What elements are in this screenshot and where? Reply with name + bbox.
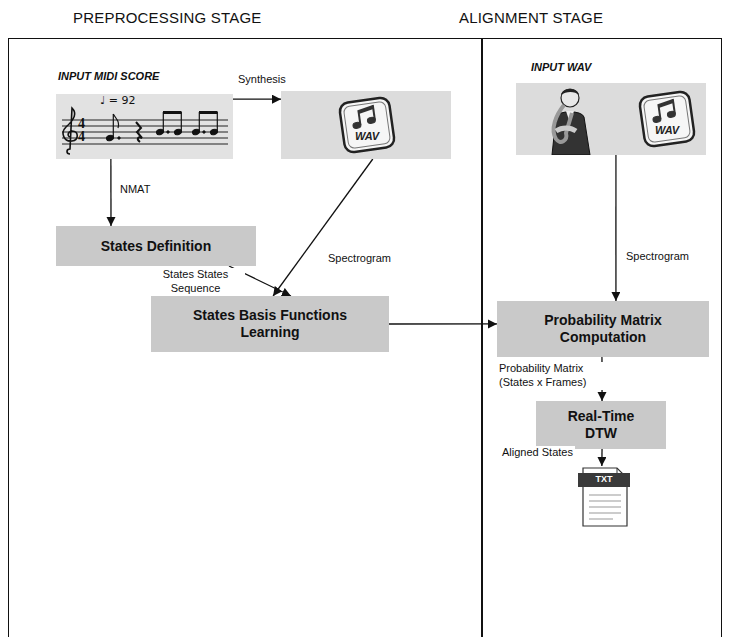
- saxophonist-illustration: [526, 83, 616, 155]
- edge-label: Spectrogram: [326, 252, 393, 266]
- process-box: States Basis Functions Learning: [151, 296, 389, 352]
- notes: [106, 111, 219, 142]
- treble-clef: [63, 108, 77, 154]
- process-box: Probability Matrix Computation: [497, 301, 709, 357]
- edge-label: Spectrogram: [624, 250, 691, 264]
- edge-label: NMAT: [118, 183, 152, 197]
- box-label: Probability Matrix Computation: [515, 312, 691, 346]
- wav-box: WAV: [281, 91, 451, 159]
- input-heading: INPUT WAV: [531, 61, 591, 73]
- box-label: Real-Time DTW: [554, 408, 648, 442]
- wav-file-icon: [636, 88, 698, 150]
- edge-label: Probability Matrix (States x Frames): [497, 362, 605, 390]
- flow-arrow: [601, 449, 602, 466]
- icon-label: WAV: [350, 130, 384, 142]
- flow-arrow: [389, 323, 497, 324]
- wav-input-box: INPUT WAVWAV: [516, 83, 706, 155]
- process-box: States Definition: [56, 226, 256, 266]
- box-label: States Basis Functions Learning: [169, 307, 371, 341]
- edge-label: Synthesis: [236, 73, 288, 87]
- box-label: States Definition: [101, 238, 211, 255]
- icon-label: TXT: [577, 474, 631, 484]
- flow-arrow: [615, 155, 616, 301]
- process-box: Real-Time DTW: [536, 401, 666, 449]
- flow-arrow: [273, 159, 373, 296]
- panel-heading: ALIGNMENT STAGE: [459, 9, 603, 26]
- stage-panel: ALIGNMENT STAGE INPUT WAVWAVProbability …: [482, 38, 722, 637]
- edge-label: States States Sequence: [146, 268, 245, 296]
- flow-arrow: [110, 159, 111, 226]
- staff-lines: [62, 120, 228, 144]
- flow-arrow: [233, 99, 281, 100]
- time-signature: 4: [78, 131, 85, 143]
- wav-file-icon: [336, 94, 398, 156]
- input-heading: INPUT MIDI SCORE: [58, 70, 159, 82]
- icon-label: WAV: [650, 124, 684, 136]
- txt-file-node: TXT: [577, 466, 631, 528]
- time-signature: 4: [78, 118, 85, 130]
- edge-label: Aligned States: [500, 446, 575, 460]
- panel-heading: PREPROCESSING STAGE: [73, 9, 262, 26]
- tempo-marking: ♩ = 92: [100, 94, 135, 107]
